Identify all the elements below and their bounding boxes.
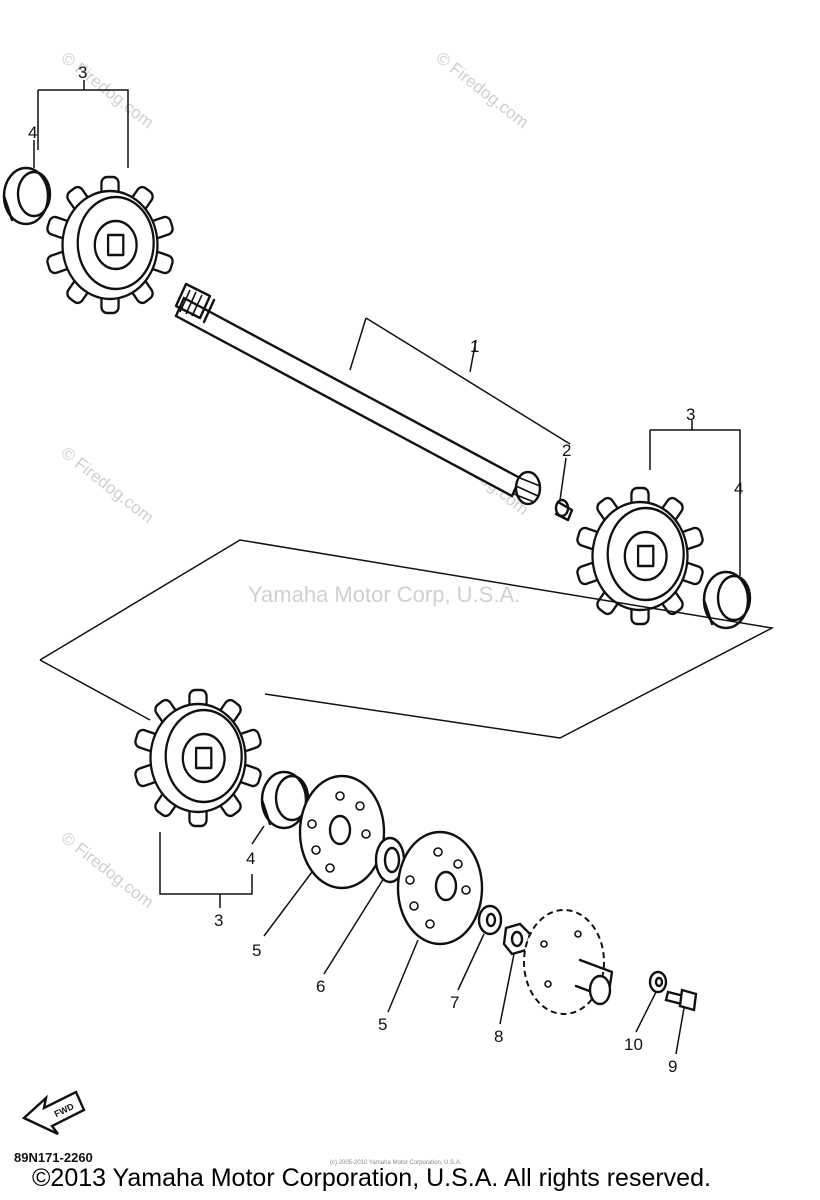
callout-3-lower: 3 <box>214 911 223 930</box>
callout-5-first: 5 <box>252 941 261 960</box>
callout-5-second: 5 <box>378 1015 387 1034</box>
sprocket-upper-left <box>44 175 176 315</box>
callout-1: 1 <box>470 337 479 356</box>
watermark-text: © Firedog.com <box>433 48 533 132</box>
copyright-notice: ©2013 Yamaha Motor Corporation, U.S.A. A… <box>32 1164 711 1192</box>
sprocket-upper-right <box>574 486 706 626</box>
hub <box>523 909 614 1015</box>
callout-3-right: 3 <box>686 405 695 424</box>
nut <box>502 922 532 956</box>
watermark-text: © Firedog.com <box>58 443 158 527</box>
callout-4-top-left: 4 <box>28 123 37 142</box>
drive-shaft <box>174 282 574 522</box>
assembly-outline <box>39 539 775 739</box>
leader-lines <box>33 80 741 1055</box>
callout-9: 9 <box>668 1057 677 1076</box>
callout-7: 7 <box>450 993 459 1012</box>
bearing-ring-upper-left <box>2 166 52 226</box>
sprocket-lower <box>132 688 264 828</box>
bolt <box>664 988 698 1012</box>
small-copyright: (c) 2005-2010 Yamaha Motor Corporation, … <box>330 1160 462 1166</box>
lock-washer <box>648 970 668 994</box>
callout-4-right: 4 <box>734 479 743 498</box>
part-number: 89N171-2260 <box>14 1150 93 1165</box>
bearing-ring-upper-right <box>702 570 752 630</box>
callout-4-lower: 4 <box>246 849 255 868</box>
callout-6: 6 <box>316 977 325 996</box>
watermark-text: © Firedog.com <box>58 828 158 912</box>
plate-first <box>298 774 386 890</box>
callout-3-top-left: 3 <box>78 63 87 82</box>
watermark-center: Yamaha Motor Corp, U.S.A. <box>248 582 520 607</box>
fwd-arrow-icon: FWD <box>21 1090 86 1136</box>
plate-second <box>396 830 484 946</box>
callout-10: 10 <box>624 1035 643 1054</box>
callout-labels: 3 4 1 2 3 4 4 3 5 6 5 7 8 10 9 <box>28 63 743 1076</box>
washer <box>477 904 503 936</box>
bearing <box>374 836 406 884</box>
callout-8: 8 <box>494 1027 503 1046</box>
callout-2: 2 <box>562 441 571 460</box>
